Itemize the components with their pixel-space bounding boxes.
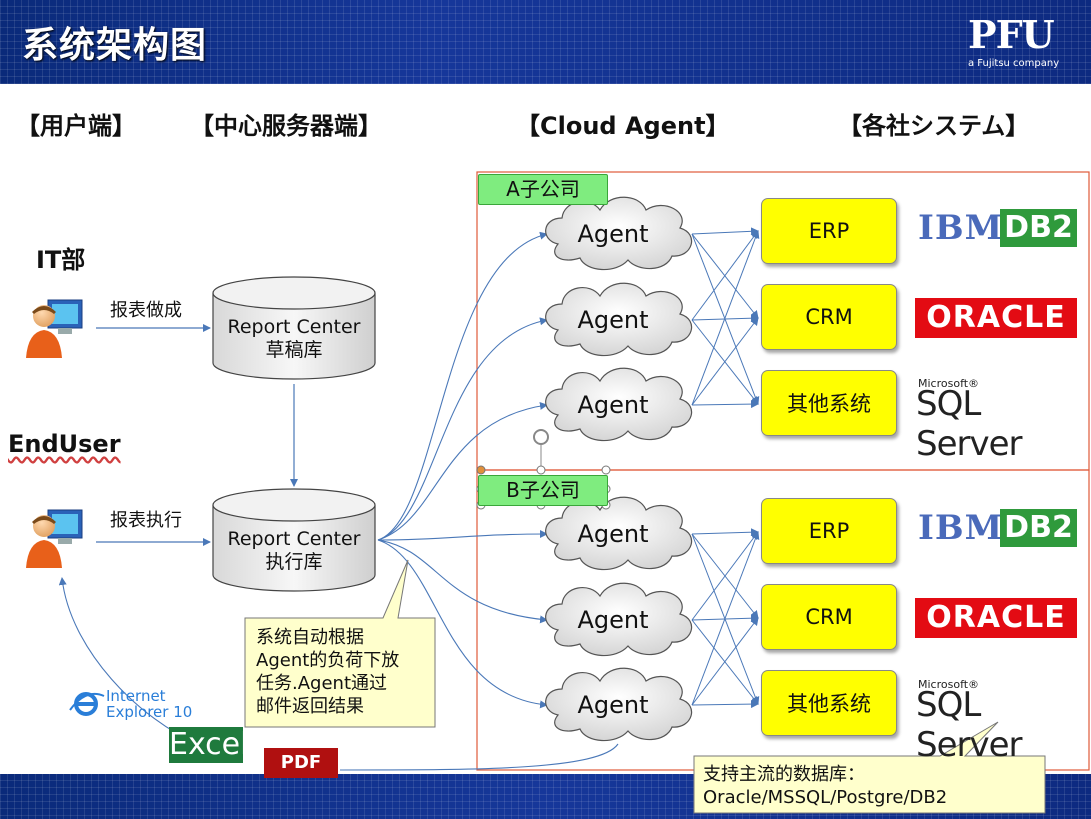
system-erp-a: ERP	[761, 198, 897, 264]
db-callout-shape	[693, 721, 1046, 814]
ie-logo-text: Internet Explorer 10	[106, 688, 192, 720]
system-crm-b: CRM	[761, 584, 897, 650]
agent-callout-line: Agent的负荷下放	[256, 650, 400, 671]
exec-db-line2: 执行库	[265, 551, 323, 573]
db-callout-line: Oracle/MSSQL/Postgre/DB2	[703, 787, 948, 808]
db2-logo-a: DB2	[1000, 209, 1077, 247]
agent-cloud-a2	[545, 282, 693, 357]
enduser-icon	[26, 509, 83, 568]
db-callout-line: 支持主流的数据库：	[703, 764, 865, 785]
column-header-systems: 【各社システム】	[838, 112, 1030, 140]
agent-callout-shape	[244, 559, 436, 728]
label-report-exec: 报表执行	[110, 510, 182, 531]
agent-callout-line: 系统自动根据	[256, 627, 364, 648]
it-user-icon	[26, 299, 83, 358]
oracle-logo-b: ORACLE	[915, 598, 1077, 638]
system-other-a: 其他系统	[761, 370, 897, 436]
company-b-tag: B子公司	[478, 475, 608, 506]
agent-label-a1: Agent	[577, 220, 649, 248]
ie-line1: Internet	[106, 687, 166, 705]
agent-label-b3: Agent	[577, 691, 649, 719]
agent-label-a3: Agent	[577, 391, 649, 419]
exec-db-label: Report Center 执行库	[213, 528, 375, 574]
agent-cloud-b2	[545, 582, 693, 657]
logo-subtitle: a Fujitsu company	[968, 58, 1060, 69]
draft-db-cylinder	[212, 276, 376, 380]
system-erp-b: ERP	[761, 498, 897, 564]
ie-logo-icon	[69, 692, 105, 716]
ibm-logo-a: IBM	[918, 208, 1004, 248]
exec-db-line1: Report Center	[227, 528, 361, 550]
agent-label-a2: Agent	[577, 306, 649, 334]
agent-cloud-b3	[545, 667, 693, 742]
agent-clouds	[545, 196, 693, 742]
db-callout: 支持主流的数据库： Oracle/MSSQL/Postgre/DB2	[703, 763, 947, 809]
excel-logo: Excel	[169, 727, 249, 763]
agent-label-b1: Agent	[577, 520, 649, 548]
role-it: IT部	[36, 246, 86, 274]
sqlserver-logo-a: SQL Server	[916, 384, 1023, 464]
agent-callout: 系统自动根据 Agent的负荷下放 任务.Agent通过 邮件返回结果	[256, 626, 399, 718]
agent-cloud-a3	[545, 367, 693, 442]
oracle-logo-a: ORACLE	[915, 298, 1077, 338]
pdf-logo: PDF	[264, 748, 338, 778]
pfu-logo: PFU	[968, 12, 1055, 57]
system-crm-a: CRM	[761, 284, 897, 350]
column-header-cloud: 【Cloud Agent】	[516, 112, 730, 140]
db2-logo-b: DB2	[1000, 509, 1077, 547]
role-enduser: EndUser	[8, 430, 121, 458]
sqlserver-logo-b: SQL Server	[916, 685, 1023, 765]
company-a-tag: A子公司	[478, 174, 608, 205]
agent-label-b2: Agent	[577, 606, 649, 634]
draft-db-label: Report Center 草稿库	[213, 316, 375, 362]
microsoft-label-b: Microsoft®	[918, 678, 980, 691]
draft-db-line1: Report Center	[227, 316, 361, 338]
column-header-center: 【中心服务器端】	[190, 112, 382, 140]
agent-callout-line: 任务.Agent通过	[256, 673, 388, 694]
ie-line2: Explorer 10	[106, 703, 193, 721]
label-report-make: 报表做成	[110, 300, 182, 321]
column-header-user: 【用户端】	[16, 112, 136, 140]
page-title: 系统架构图	[22, 25, 208, 66]
exec-db-cylinder	[212, 488, 376, 592]
ibm-logo-b: IBM	[918, 508, 1004, 548]
system-other-b: 其他系统	[761, 670, 897, 736]
microsoft-label-a: Microsoft®	[918, 377, 980, 390]
header-banner	[0, 0, 1091, 84]
agent-callout-line: 邮件返回结果	[256, 696, 364, 717]
draft-db-line2: 草稿库	[265, 339, 323, 361]
